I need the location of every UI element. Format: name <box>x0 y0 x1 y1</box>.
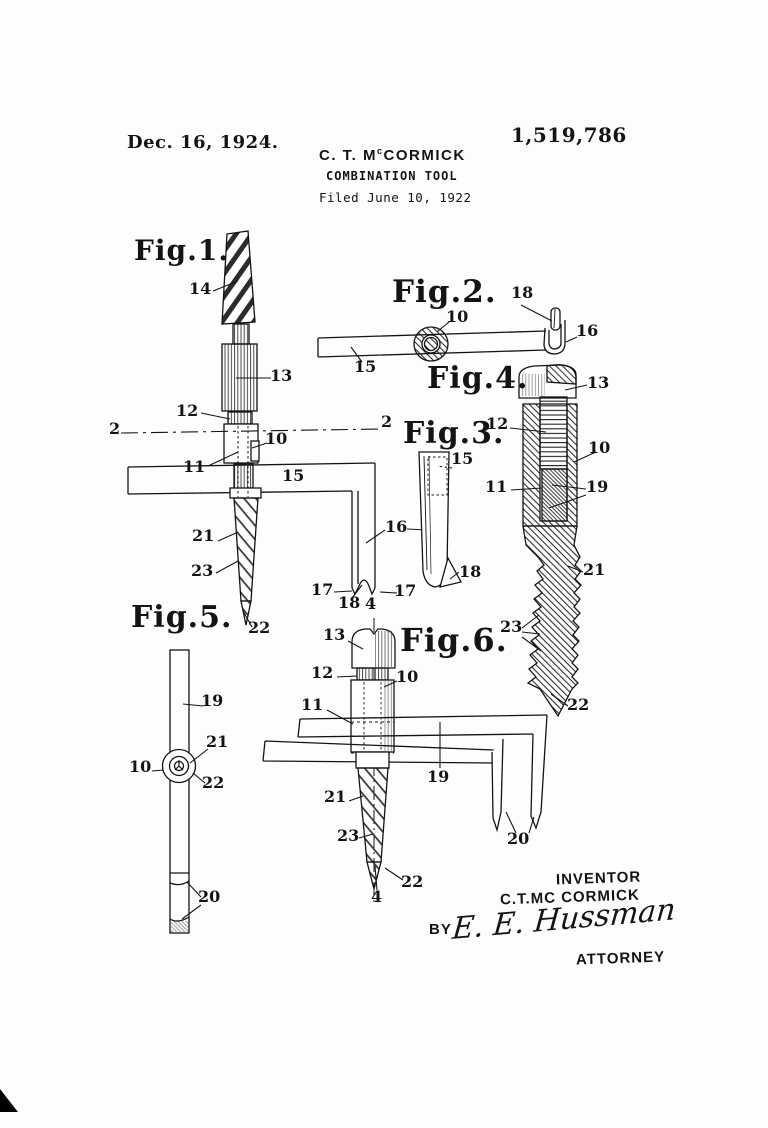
fig3-title: Fig.3. <box>403 416 505 451</box>
fig1-ref-18: 18 <box>338 593 361 612</box>
fig1-ref-11: 11 <box>183 457 206 476</box>
fig4-ref-23: 23 <box>500 617 523 636</box>
fig1-section-line <box>120 428 382 434</box>
fig1-ref-22: 22 <box>248 618 271 637</box>
attorney-caption: ATTORNEY <box>575 948 666 969</box>
fig2-ref-16: 16 <box>576 321 599 340</box>
fig1-ref-12: 12 <box>176 401 199 420</box>
patent-date: Dec. 16, 1924. <box>127 132 279 153</box>
by-label: BY <box>429 921 452 938</box>
fig5-title: Fig.5. <box>131 600 233 635</box>
fig1-ref-21: 21 <box>192 526 215 545</box>
fig4-threaded-bolt <box>539 396 568 470</box>
fig1-ref-4: 4 <box>365 594 377 613</box>
fig2-title: Fig.2. <box>392 274 497 310</box>
fig1-title: Fig.1. <box>134 234 230 267</box>
patent-number: 1,519,786 <box>511 123 627 147</box>
fig1-ref-17: 17 <box>311 580 334 599</box>
fig1-leader-lines <box>200 280 428 628</box>
fig6-ref-13: 13 <box>323 625 346 644</box>
fig2-art <box>317 304 578 363</box>
fig2-ref-10: 10 <box>446 307 469 326</box>
fig1-ref-13: 13 <box>270 366 293 385</box>
fig6-left-prong <box>491 738 504 833</box>
fig4-art <box>509 364 597 718</box>
fig4-leader-lines <box>509 384 597 707</box>
fig6-title: Fig.6. <box>400 621 508 659</box>
fig3-ref-18: 18 <box>459 562 482 581</box>
fig1-ref-14: 14 <box>189 279 212 298</box>
fig5-ref-20: 20 <box>198 887 221 906</box>
fig1-ref-15: 15 <box>282 466 305 485</box>
fig6-outer-beam <box>297 714 548 738</box>
applicant-name: C. T. McCORMICK <box>319 146 466 164</box>
fig4-screw-section <box>522 525 582 718</box>
fig6-right-prong <box>530 714 548 830</box>
fig3-ref-15: 15 <box>451 449 474 468</box>
fig5-art <box>151 649 209 934</box>
fig6-ref-19: 19 <box>427 767 450 786</box>
fig4-title: Fig.4. <box>427 361 529 396</box>
scan-corner-mark <box>0 1089 18 1112</box>
fig6-ref-20: 20 <box>507 829 530 848</box>
fig5-ref-22: 22 <box>202 773 225 792</box>
fig1-ref-10: 10 <box>265 429 288 448</box>
applicant-name-pre: C. T. M <box>319 147 377 164</box>
fig2-ref-15: 15 <box>354 357 377 376</box>
fig6-ref-4: 4 <box>371 887 383 906</box>
fig2-leader-lines <box>350 304 578 363</box>
fig5-ref-10: 10 <box>129 757 152 776</box>
applicant-name-sup: c <box>377 146 384 156</box>
inventor-caption: INVENTOR <box>555 868 642 889</box>
fig5-ref-19: 19 <box>201 691 224 710</box>
invention-title: COMBINATION TOOL <box>326 169 458 183</box>
fig1-ref-2: 2 <box>381 412 393 431</box>
fig6-ref-22: 22 <box>401 872 424 891</box>
fig6-ref-10: 10 <box>396 667 419 686</box>
fig6-art <box>262 618 548 905</box>
fig2-hook <box>543 320 566 355</box>
fig4-cavity <box>541 468 568 522</box>
fig6-ref-11: 11 <box>301 695 324 714</box>
fig6-ref-21: 21 <box>324 787 347 806</box>
fig6-ref-12: 12 <box>311 663 334 682</box>
fig4-ref-13: 13 <box>587 373 610 392</box>
fig6-leader-lines <box>326 640 535 891</box>
fig1-ref-2: 2 <box>109 419 121 438</box>
fig1-ref-16: 16 <box>385 517 408 536</box>
fig4-ref-10: 10 <box>588 438 611 457</box>
fig1-art <box>120 230 428 628</box>
fig4-ref-12: 12 <box>486 414 509 433</box>
fig5-bar <box>169 649 190 934</box>
fig3-leader-lines <box>449 571 460 580</box>
fig4-ref-19: 19 <box>586 477 609 496</box>
fig6-ref-23: 23 <box>337 826 360 845</box>
fig2-ref-18: 18 <box>511 283 534 302</box>
fig4-ref-22: 22 <box>567 695 590 714</box>
fig4-ref-11: 11 <box>485 477 508 496</box>
fig4-ref-21: 21 <box>583 560 606 579</box>
fig1-ref-23: 23 <box>191 561 214 580</box>
fig1-wood-handle <box>221 230 256 325</box>
applicant-name-post: CORMICK <box>383 147 466 164</box>
fig1-ref-17: 17 <box>394 581 417 600</box>
fig5-leader-lines <box>151 703 209 920</box>
fig5-ref-21: 21 <box>206 732 229 751</box>
fig3-art <box>418 451 462 588</box>
filing-date-line: Filed June 10, 1922 <box>319 190 472 205</box>
